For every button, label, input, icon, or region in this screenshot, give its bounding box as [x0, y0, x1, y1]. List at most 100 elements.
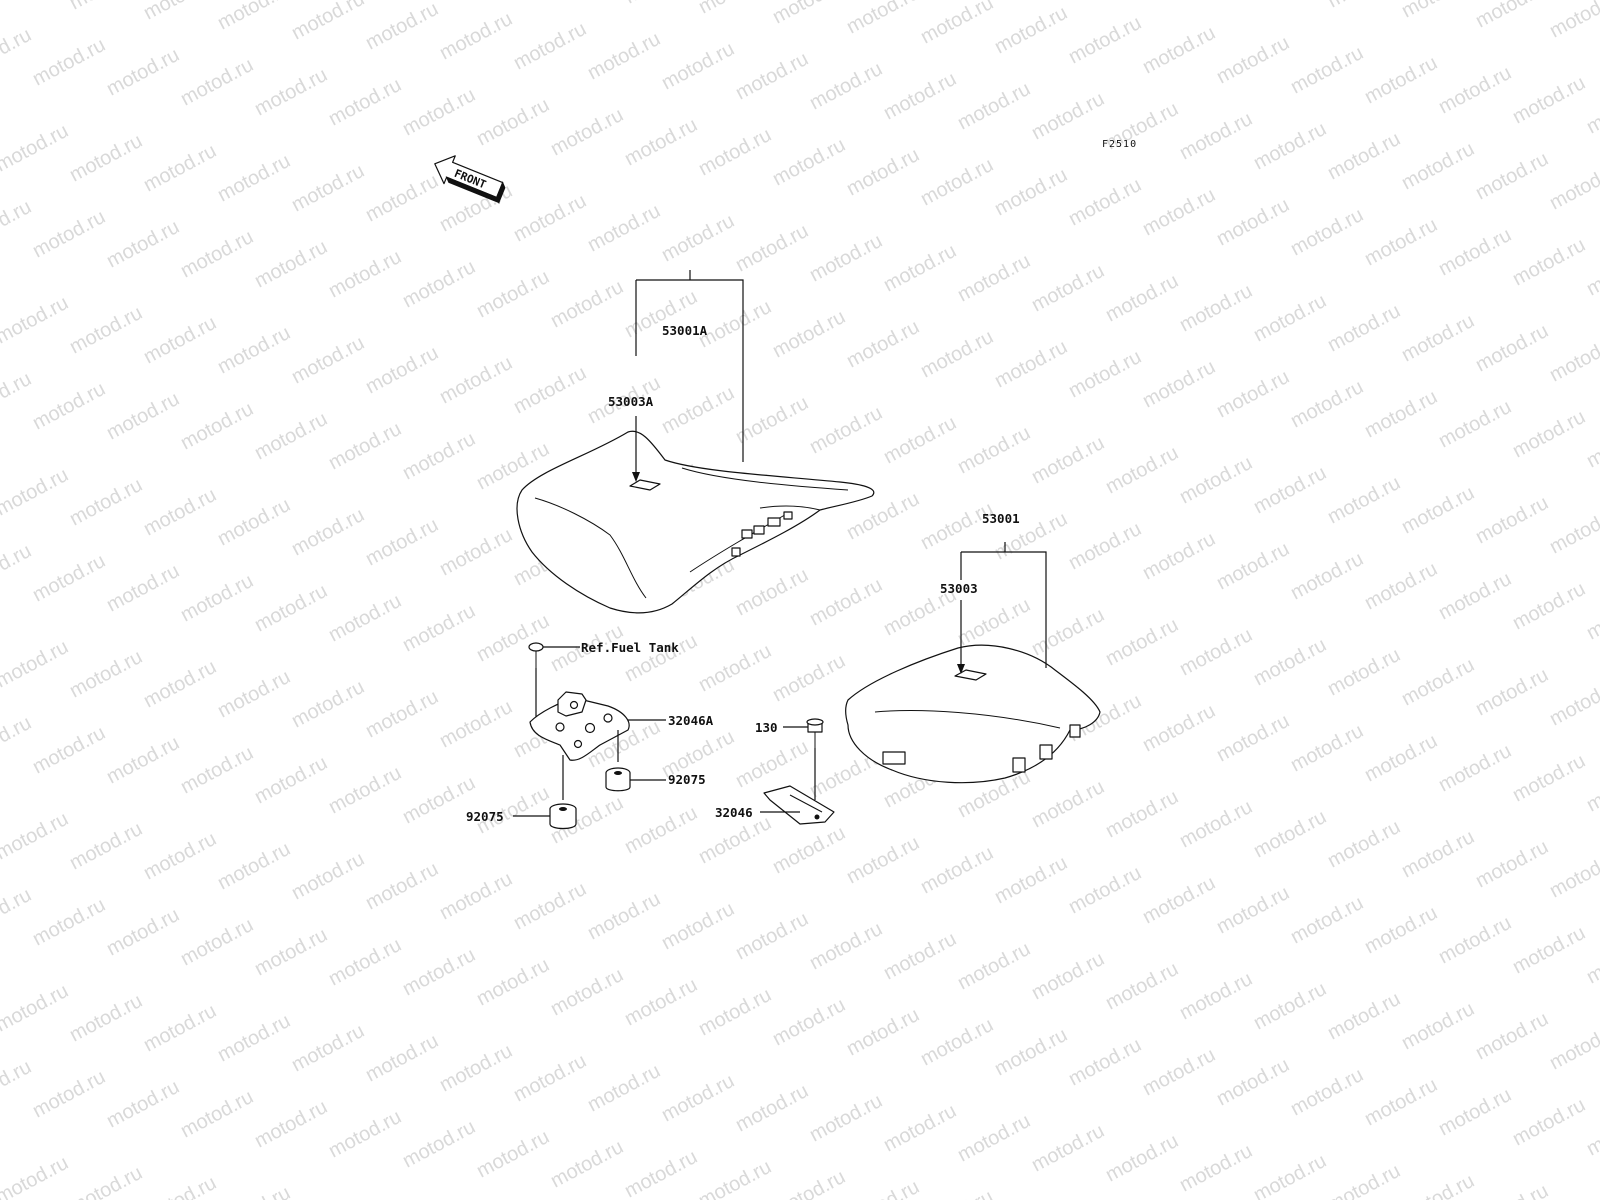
- watermark-text: motod.ru: [1102, 1130, 1182, 1186]
- watermark-text: motod.ru: [1028, 1120, 1108, 1176]
- watermark-text: motod.ru: [1324, 300, 1404, 356]
- watermark-text: motod.ru: [732, 48, 812, 104]
- watermark-text: motod.ru: [1028, 432, 1108, 488]
- watermark-text: motod.ru: [843, 1004, 923, 1060]
- watermark-text: motod.ru: [1028, 260, 1108, 316]
- watermark-text: motod.ru: [695, 1156, 775, 1200]
- watermark-text: motod.ru: [1361, 214, 1441, 270]
- watermark-text: motod.ru: [362, 686, 442, 742]
- watermark-text: motod.ru: [251, 64, 331, 120]
- watermark-text: motod.ru: [1398, 482, 1478, 538]
- watermark-text: motod.ru: [1324, 1160, 1404, 1200]
- watermark-text: motod.ru: [621, 0, 701, 8]
- watermark-text: motod.ru: [843, 0, 923, 38]
- watermark-text: motod.ru: [288, 1020, 368, 1076]
- watermark-text: motod.ru: [843, 316, 923, 372]
- watermark-text: motod.ru: [1028, 88, 1108, 144]
- callout-front-seat-assy: 53001A: [662, 323, 708, 338]
- figure-code: F2510: [1102, 139, 1137, 150]
- watermark-text: motod.ru: [1139, 528, 1219, 584]
- watermark-text: motod.ru: [1472, 1008, 1552, 1064]
- watermark-text: motod.ru: [362, 170, 442, 226]
- callout-rear-seat-assy: 53001: [982, 511, 1020, 526]
- watermark-text: motod.ru: [0, 1152, 72, 1200]
- watermark-text: motod.ru: [140, 1000, 220, 1056]
- watermark-text: motod.ru: [288, 160, 368, 216]
- watermark-text: motod.ru: [1435, 568, 1515, 624]
- watermark-text: motod.ru: [140, 0, 220, 24]
- watermark-text: motod.ru: [1139, 184, 1219, 240]
- watermark-text: motod.ru: [288, 0, 368, 44]
- watermark-text: motod.ru: [1472, 836, 1552, 892]
- watermark-text: motod.ru: [621, 974, 701, 1030]
- watermark-text: motod.ru: [1176, 968, 1256, 1024]
- watermark-text: motod.ru: [66, 818, 146, 874]
- watermark-text: motod.ru: [1287, 42, 1367, 98]
- watermark-text: motod.ru: [29, 722, 109, 778]
- watermark-text: motod.ru: [1065, 518, 1145, 574]
- watermark-text: motod.ru: [954, 938, 1034, 994]
- watermark-text: motod.ru: [880, 68, 960, 124]
- callout-bolt: 130: [755, 720, 778, 735]
- watermark-text: motod.ru: [214, 322, 294, 378]
- watermark-text: motod.ru: [325, 74, 405, 130]
- callout-front-seat-pad: 53003A: [608, 394, 654, 409]
- watermark-text: motod.ru: [769, 1166, 849, 1200]
- callout-fuel-tank-ref: Ref.Fuel Tank: [581, 640, 679, 655]
- watermark-text: motod.ru: [436, 8, 516, 64]
- watermark-text: motod.ru: [473, 266, 553, 322]
- watermark-text: motod.ru: [214, 150, 294, 206]
- watermark-text: motod.ru: [436, 524, 516, 580]
- watermark-text: motod.ru: [1398, 1170, 1478, 1200]
- watermark-text: motod.ru: [1287, 1064, 1367, 1120]
- watermark-text: motod.ru: [140, 484, 220, 540]
- watermark-text: motod.ru: [584, 200, 664, 256]
- watermark-text: motod.ru: [732, 392, 812, 448]
- callout-damper-lower: 92075: [466, 809, 504, 824]
- watermark-text: motod.ru: [1250, 978, 1330, 1034]
- watermark-text: motod.ru: [399, 84, 479, 140]
- watermark-text: motod.ru: [1065, 12, 1145, 68]
- watermark-text: motod.ru: [1176, 280, 1256, 336]
- watermark-text: motod.ru: [1398, 0, 1478, 22]
- watermark-text: motod.ru: [399, 428, 479, 484]
- watermark-text: motod.ru: [843, 832, 923, 888]
- watermark-text: motod.ru: [1213, 538, 1293, 594]
- watermark-text: motod.ru: [621, 630, 701, 686]
- watermark-text: motod.ru: [658, 38, 738, 94]
- watermark-text: motod.ru: [1250, 806, 1330, 862]
- watermark-text: motod.ru: [399, 256, 479, 312]
- watermark-text: motod.ru: [0, 980, 72, 1036]
- watermark-text: motod.ru: [140, 140, 220, 196]
- watermark-text: motod.ru: [362, 342, 442, 398]
- watermark-text: motod.ru: [251, 1096, 331, 1152]
- watermark-text: motod.ru: [880, 928, 960, 984]
- watermark-text: motod.ru: [1546, 846, 1600, 902]
- watermark-text: motod.ru: [1139, 872, 1219, 928]
- watermark-text: motod.ru: [177, 742, 257, 798]
- watermark-text: motod.ru: [399, 600, 479, 656]
- watermark-text: motod.ru: [66, 130, 146, 186]
- watermark-text: motod.ru: [1435, 224, 1515, 280]
- watermark-text: motod.ru: [66, 0, 146, 14]
- watermark-text: motod.ru: [473, 610, 553, 666]
- watermark-text: motod.ru: [29, 206, 109, 262]
- watermark-text: motod.ru: [917, 0, 997, 48]
- watermark-text: motod.ru: [1176, 452, 1256, 508]
- callout-damper-upper: 92075: [668, 772, 706, 787]
- watermark-text: motod.ru: [1472, 0, 1552, 32]
- watermark-text: motod.ru: [1287, 892, 1367, 948]
- watermark-text: motod.ru: [251, 752, 331, 808]
- watermark-text: motod.ru: [251, 924, 331, 980]
- watermark-text: motod.ru: [29, 1066, 109, 1122]
- watermark-text: motod.ru: [1472, 148, 1552, 204]
- watermark-text: motod.ru: [991, 2, 1071, 58]
- watermark-text: motod.ru: [1546, 502, 1600, 558]
- watermark-text: motod.ru: [103, 388, 183, 444]
- watermark-text: motod.ru: [0, 292, 72, 348]
- watermark-text: motod.ru: [584, 888, 664, 944]
- watermark-text: motod.ru: [658, 382, 738, 438]
- watermark-text: motod.ru: [1398, 138, 1478, 194]
- watermark-text: motod.ru: [917, 154, 997, 210]
- watermark-text: motod.ru: [399, 1116, 479, 1172]
